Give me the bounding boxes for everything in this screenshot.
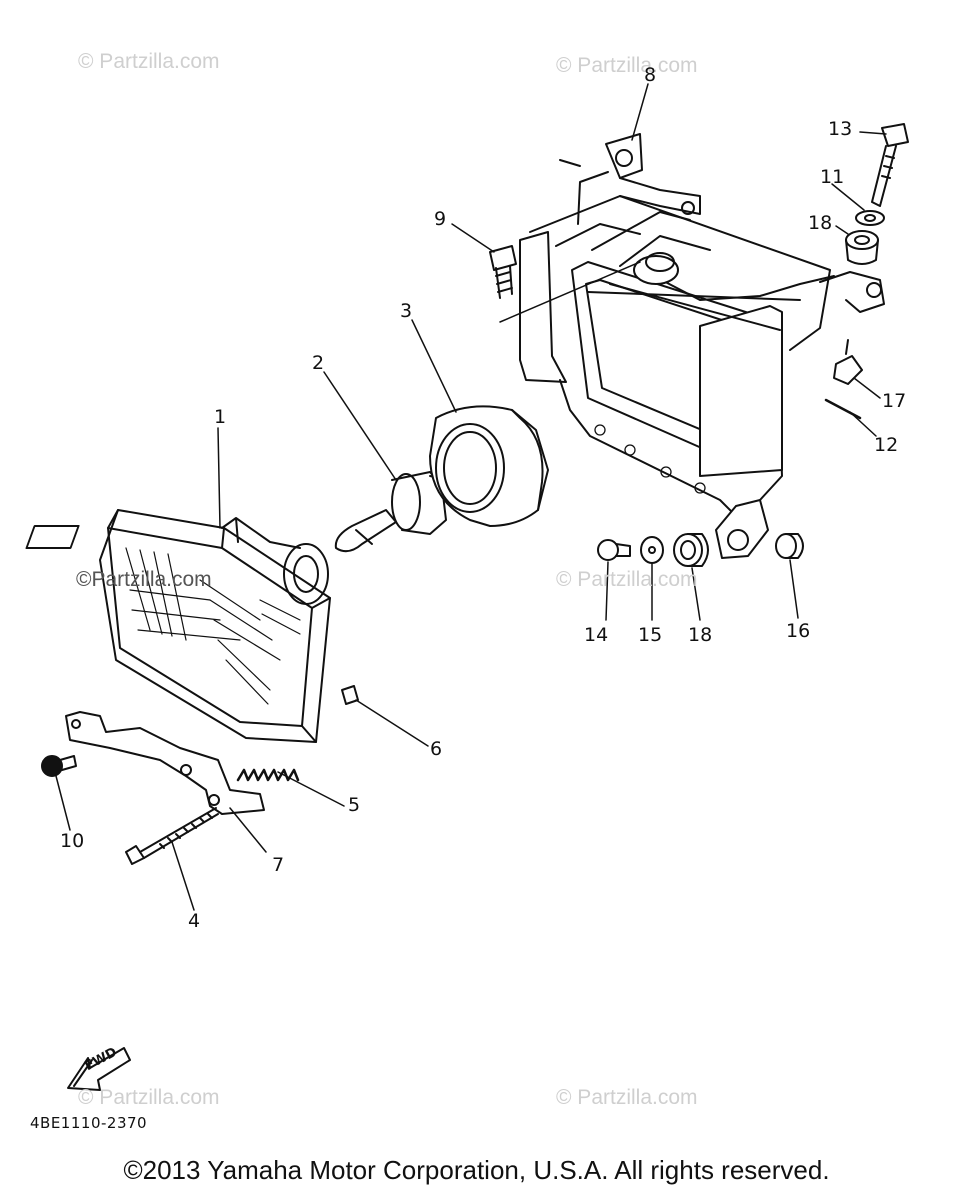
callout-8: 8 [644,64,657,86]
callout-10: 10 [60,830,85,852]
callout-3: 3 [400,300,413,322]
copyright-notice: ©2013 Yamaha Motor Corporation, U.S.A. A… [123,1155,830,1185]
bulb-cover [429,405,549,527]
diagram-code: 4BE1110-2370 [30,1114,148,1132]
clip-nut-6 [341,685,359,705]
callout-6: 6 [430,738,443,760]
callout-16: 16 [786,620,811,642]
watermark: © Partzilla.com [78,50,220,73]
callout-11: 11 [820,166,845,188]
callout-5: 5 [348,794,361,816]
screw-12 [824,398,862,420]
leader-lines [55,83,887,911]
callout-13: 13 [828,118,853,140]
adjusting-screw-4 [125,807,219,865]
lower-stay [65,711,265,815]
washer-15 [640,536,664,564]
callout-2: 2 [312,352,325,374]
callout-14: 14 [584,624,609,646]
watermark: © Partzilla.com [556,1086,698,1109]
grommet-18-upper [845,230,879,265]
callout-15: 15 [638,624,663,646]
watermark: © Partzilla.com [556,568,698,591]
headlight-bracket [499,133,885,559]
bolt-9 [489,245,517,299]
callout-4: 4 [188,910,201,932]
callout-9: 9 [434,208,447,230]
collar-16 [775,533,804,559]
washer-11 [855,210,885,226]
bolt-10 [41,755,77,777]
grommet-18-lower [673,533,709,567]
spring-5 [236,768,300,782]
callout-1: 1 [214,406,227,428]
fwd-arrow-icon [67,1047,131,1091]
callout-7: 7 [272,854,285,876]
watermark: © Partzilla.com [78,1086,220,1109]
watermark: © Partzilla.com [556,54,698,77]
bolt-13 [871,123,909,207]
headlight-unit [25,509,331,743]
callout-12: 12 [874,434,899,456]
nut-17 [833,339,863,385]
bolt-14 [597,539,631,561]
callout-18-upper: 18 [808,212,833,234]
callout-18-lower: 18 [688,624,713,646]
callout-17: 17 [882,390,907,412]
watermark: ©Partzilla.com [76,568,212,591]
